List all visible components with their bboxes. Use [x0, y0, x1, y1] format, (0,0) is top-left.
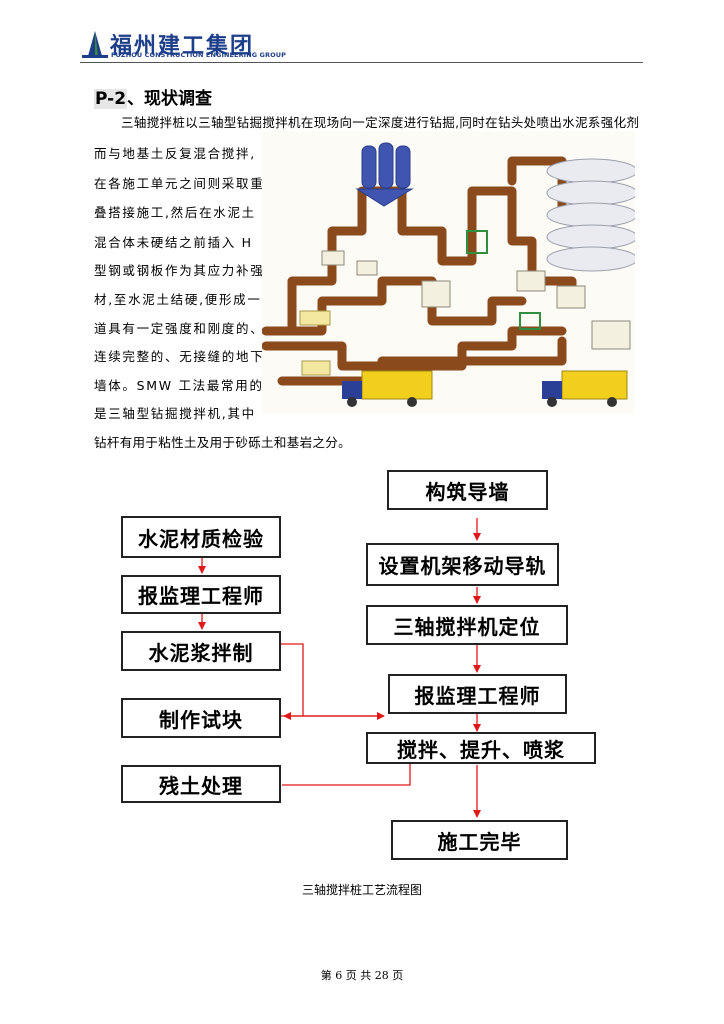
paragraph-line: 材,至水泥土结硬,便形成一 [94, 292, 262, 307]
flow-step-build-guide-wall: 构筑导墙 [387, 470, 548, 510]
page-number: 第 6 页 共 28 页 [320, 969, 404, 982]
pipe-stack [546, 158, 635, 272]
section-heading: P-2、现状调查 [94, 84, 212, 109]
paragraph-line: 钻杆有用于粘性土及用于砂砾土和基岩之分。 [94, 435, 352, 450]
header-divider [80, 62, 643, 63]
silo-group [355, 142, 414, 207]
paragraph-line: 是三轴型钻掘搅拌机,其中 [94, 406, 256, 421]
flow-step-construction-complete: 施工完毕 [391, 820, 568, 860]
company-logo-icon [82, 31, 108, 58]
flow-step-set-rail: 设置机架移动导轨 [366, 543, 559, 586]
paragraph-line: 墙体。SMW 工法最常用的 [94, 378, 264, 393]
flow-step-mix-lift-spray: 搅拌、提升、喷浆 [366, 732, 596, 764]
flow-step-test-block: 制作试块 [121, 698, 281, 738]
section-heading-number: P-2 [94, 89, 128, 109]
block-stack [321, 250, 631, 350]
flow-step-position-mixer: 三轴搅拌机定位 [366, 605, 568, 645]
figure-caption: 三轴搅拌桩工艺流程图 [301, 883, 422, 897]
section-heading-text: 、现状调查 [127, 89, 213, 109]
flow-step-cement-inspection: 水泥材质检验 [121, 516, 281, 558]
flow-step-report-supervisor-right: 报监理工程师 [388, 674, 567, 714]
company-name-en: FUZHOU CONSTRUCTION ENGINEERING GROUP [111, 51, 286, 59]
paragraph-line: 道具有一定强度和刚度的、 [94, 321, 265, 336]
flow-step-report-supervisor-left: 报监理工程师 [121, 575, 281, 614]
paragraph-line: 叠搭接施工,然后在水泥土 [94, 205, 256, 220]
process-illustration [262, 131, 635, 414]
yellow-bin [299, 310, 331, 376]
flow-step-cement-slurry: 水泥浆拌制 [121, 631, 281, 671]
paragraph-line: 三轴搅拌桩以三轴型钻掘搅拌机在现场向一定深度进行钻掘,同时在钻头处喷出水泥系强化… [121, 115, 640, 130]
paragraph-line: 连续完整的、无接缝的地下 [94, 349, 265, 364]
green-frame [466, 230, 541, 330]
paragraph-line: 而与地基土反复混合搅拌, [94, 146, 256, 161]
paragraph-line: 型钢或钢板作为其应力补强 [94, 263, 265, 278]
company-name-cn: 福州建工集团 [110, 33, 255, 59]
truck-icon [542, 370, 628, 407]
paragraph-line: 混合体未硬结之前插入 H [94, 235, 253, 250]
flow-step-residual-soil: 残土处理 [121, 765, 281, 803]
truck-icon [342, 370, 433, 407]
paragraph-line: 在各施工单元之间则采取重 [94, 176, 265, 191]
